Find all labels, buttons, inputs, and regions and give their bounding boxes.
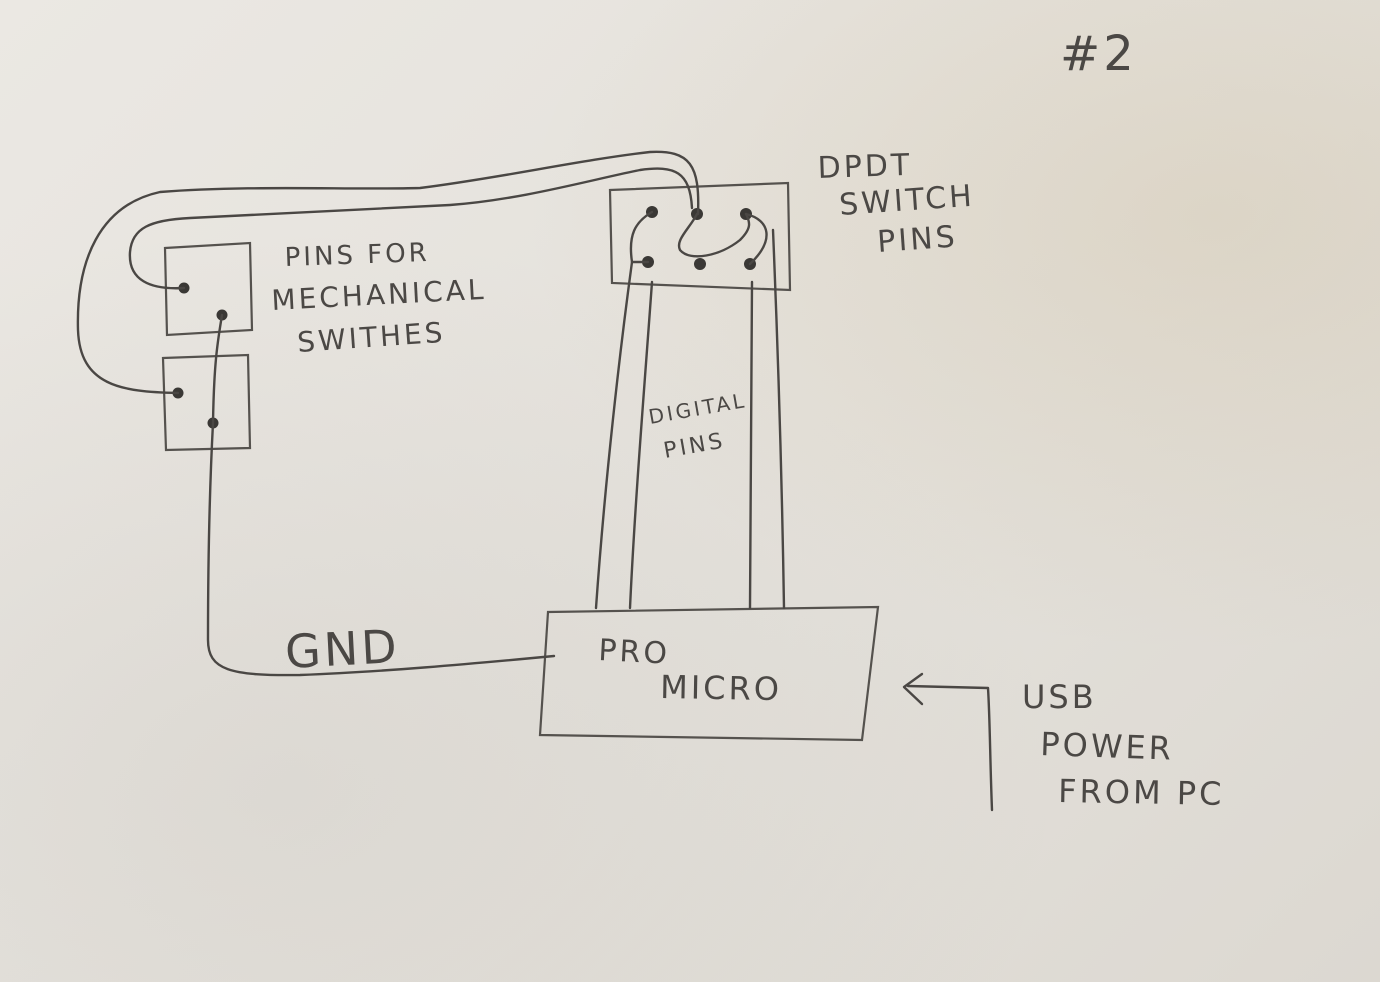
wire-digital-3: [748, 280, 754, 610]
digital-label-line-1: DIGITAL: [647, 388, 749, 429]
dpdt-label-line-3: PINS: [876, 219, 959, 260]
page-number: #2: [1060, 26, 1137, 82]
mech-switch-box-upper: [163, 241, 254, 337]
wire-inner-loop: [128, 167, 694, 290]
digital-label-line-2: PINS: [662, 428, 728, 463]
dpdt-switch-box: [608, 181, 792, 292]
wire-outer-loop: [76, 150, 700, 395]
pro-micro-label-line-2: MICRO: [660, 668, 782, 708]
pro-micro-label-line-1: PRO: [598, 633, 671, 672]
wire-dpdt-cross: [677, 212, 751, 258]
wire-digital-1: [594, 260, 634, 610]
wire-mech-bridge: [211, 313, 224, 425]
usb-label-line-1: USB: [1022, 678, 1097, 716]
mech-switch-box-lower: [161, 353, 252, 452]
mech-label-line-1: PINS FOR: [284, 238, 430, 273]
wire-dpdt-right-loop: [744, 212, 768, 266]
dpdt-label-line-2: SWITCH: [838, 179, 976, 223]
pro-micro-box: [538, 605, 880, 742]
gnd-label: GND: [284, 619, 401, 679]
usb-arrow: [906, 684, 994, 812]
wire-dpdt-left-loop: [629, 210, 654, 264]
dpdt-label-line-1: DPDT: [817, 148, 913, 186]
dpdt-pin-bottom-middle: [694, 258, 706, 270]
usb-arrowhead: [902, 672, 924, 706]
usb-label-line-2: POWER: [1040, 725, 1175, 768]
wire-digital-4: [771, 228, 786, 610]
usb-label-line-3: FROM PC: [1058, 772, 1225, 813]
mech-label-line-3: SWITHES: [296, 316, 446, 359]
wire-gnd: [206, 421, 556, 677]
wire-digital-2: [628, 280, 654, 610]
mech-label-line-2: MECHANICAL: [271, 273, 488, 317]
